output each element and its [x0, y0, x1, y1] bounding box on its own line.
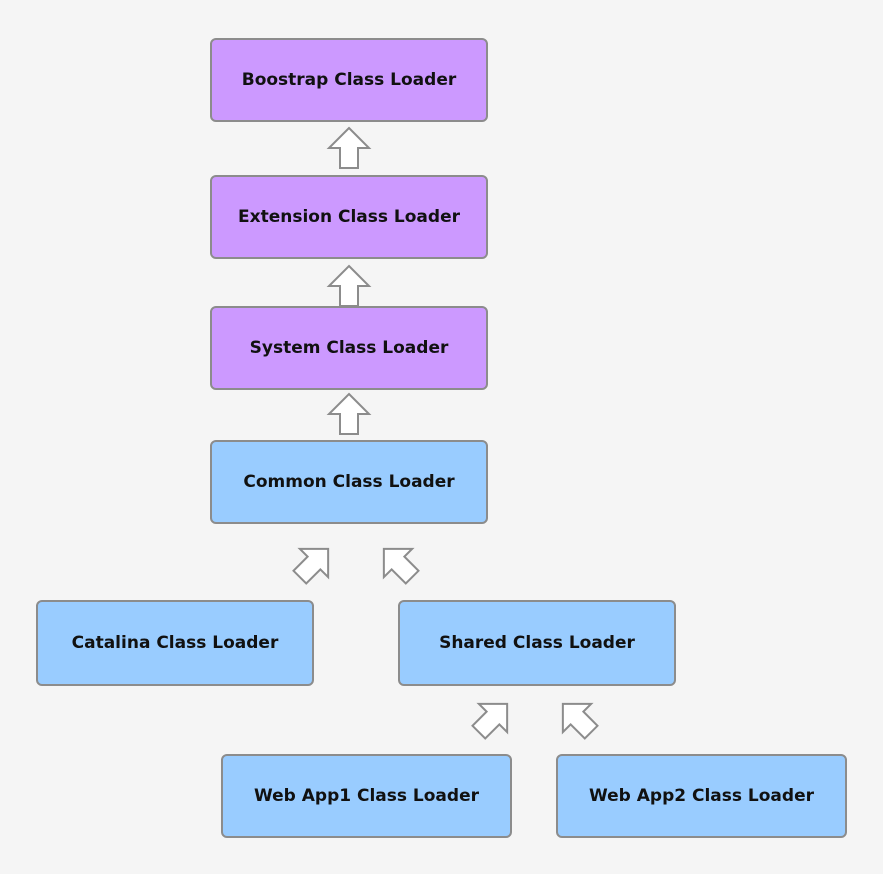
catalina-to-common-arrow-icon [284, 533, 344, 593]
common-to-system-arrow-icon [328, 393, 370, 435]
common-class-loader-label: Common Class Loader [243, 472, 455, 492]
catalina-class-loader-node: Catalina Class Loader [36, 600, 314, 686]
webapp2-class-loader-node: Web App2 Class Loader [556, 754, 847, 838]
shared-class-loader-node: Shared Class Loader [398, 600, 676, 686]
extension-to-bootstrap-arrow-icon [328, 127, 370, 169]
shared-class-loader-label: Shared Class Loader [439, 633, 635, 653]
bootstrap-class-loader-label: Boostrap Class Loader [241, 70, 457, 90]
system-class-loader-node: System Class Loader [210, 306, 488, 390]
system-class-loader-label: System Class Loader [249, 338, 449, 358]
extension-class-loader-label: Extension Class Loader [238, 207, 460, 227]
webapp2-class-loader-label: Web App2 Class Loader [588, 786, 814, 806]
common-class-loader-node: Common Class Loader [210, 440, 488, 524]
extension-class-loader-node: Extension Class Loader [210, 175, 488, 259]
webapp2-to-shared-arrow-icon [547, 688, 607, 748]
catalina-class-loader-label: Catalina Class Loader [71, 633, 279, 653]
webapp1-class-loader-label: Web App1 Class Loader [253, 786, 479, 806]
webapp1-to-shared-arrow-icon [463, 688, 523, 748]
shared-to-common-arrow-icon [368, 533, 428, 593]
webapp1-class-loader-node: Web App1 Class Loader [221, 754, 512, 838]
system-to-extension-arrow-icon [328, 265, 370, 307]
bootstrap-class-loader-node: Boostrap Class Loader [210, 38, 488, 122]
